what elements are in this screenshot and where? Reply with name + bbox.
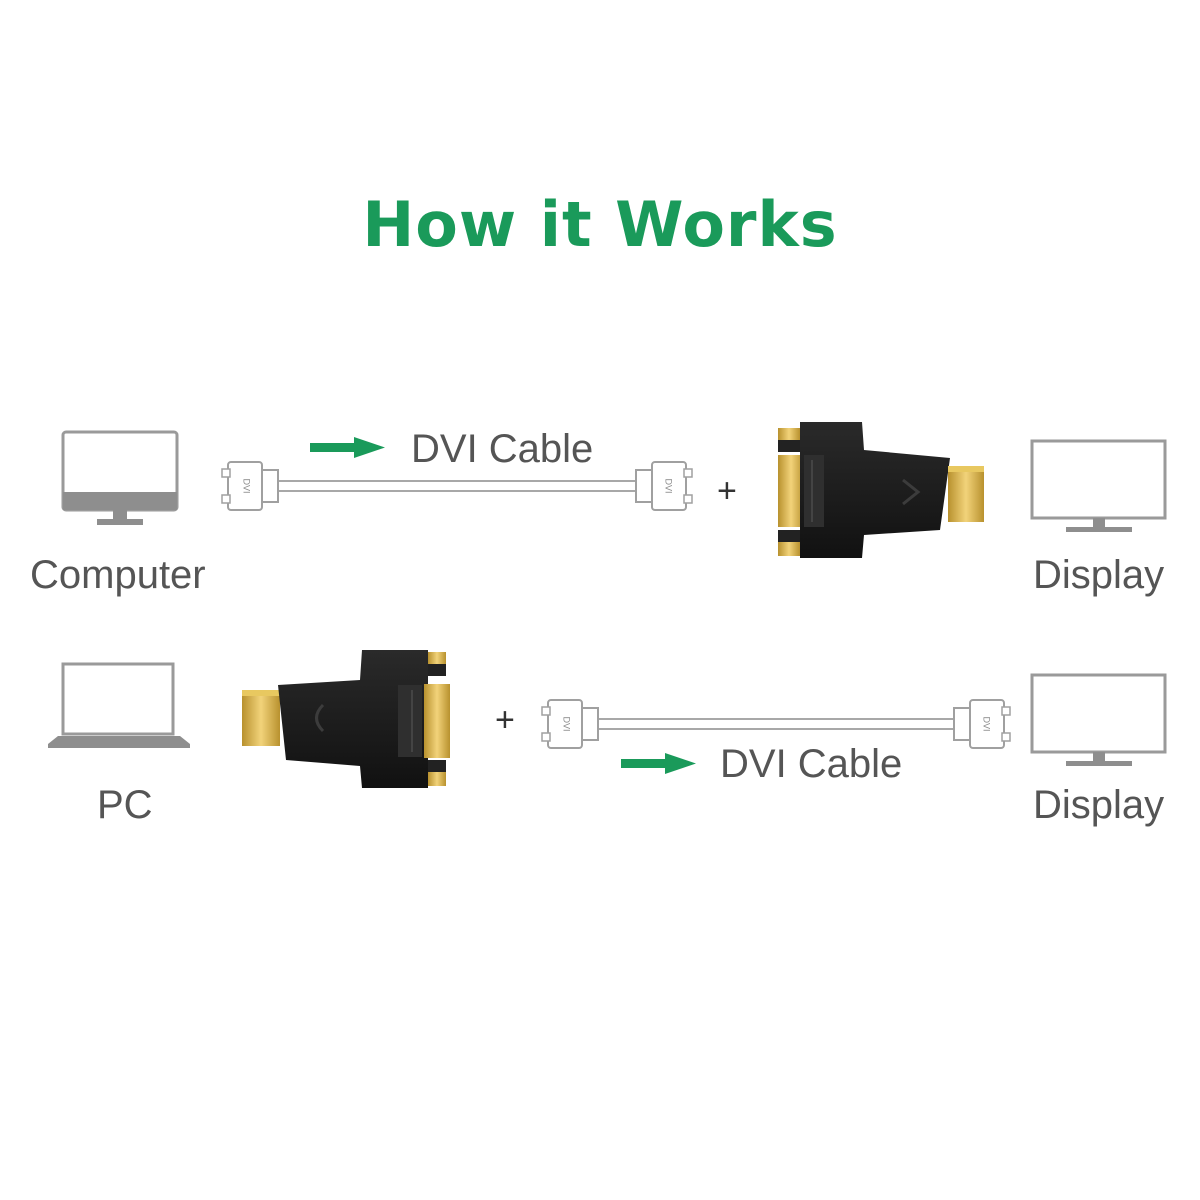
monitor-icon	[61, 430, 179, 525]
display-icon	[1030, 673, 1167, 766]
dvi-cable-label: DVI Cable	[720, 742, 903, 786]
dvi-connector-left: DVI	[221, 461, 279, 511]
display-label: Display	[1033, 553, 1165, 597]
connector-label: DVI	[982, 716, 992, 731]
connector-label: DVI	[664, 478, 674, 493]
arrow-icon	[621, 753, 696, 774]
laptop-icon	[48, 662, 190, 748]
page-title: How it Works	[362, 188, 838, 261]
computer-label: Computer	[30, 553, 206, 597]
plus-sign: +	[495, 701, 515, 739]
display-label: Display	[1033, 783, 1165, 827]
dvi-hdmi-adapter	[778, 422, 984, 558]
arrow-icon	[310, 437, 385, 458]
dvi-connector-right: DVI	[635, 461, 693, 511]
connector-label: DVI	[242, 478, 252, 493]
hdmi-dvi-adapter	[242, 650, 450, 788]
dvi-cable-label: DVI Cable	[411, 427, 594, 471]
display-icon	[1030, 439, 1167, 532]
plus-sign: +	[717, 472, 737, 510]
dvi-connector-left: DVI	[541, 699, 599, 749]
connector-label: DVI	[562, 716, 572, 731]
pc-label: PC	[97, 783, 153, 827]
dvi-connector-right: DVI	[953, 699, 1011, 749]
dvi-cable	[274, 480, 641, 492]
dvi-cable	[595, 718, 957, 730]
